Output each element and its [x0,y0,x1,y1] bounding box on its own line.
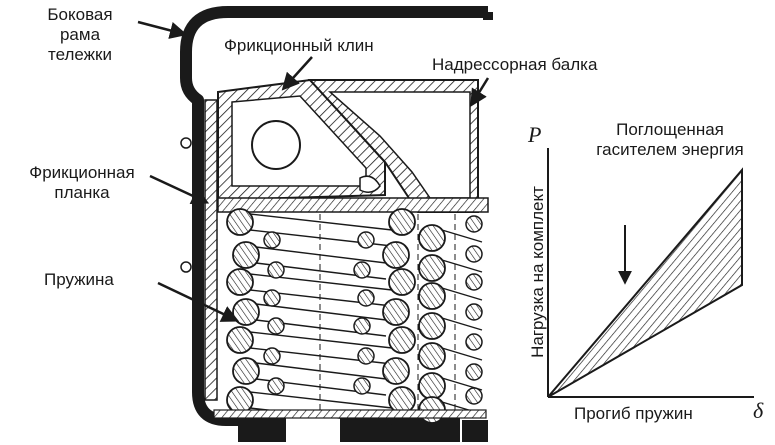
graph-title: Поглощенная гасителем энергия [570,120,770,160]
arrow-friction-wedge [281,56,313,91]
spring-coil-inner [353,377,371,395]
side-frame [180,6,493,442]
spring-coil-outer [226,268,254,296]
spring-coil-inner [263,347,281,365]
spring-coil-outer [382,241,410,269]
spring-coil-outer [226,208,254,236]
graph-title-line1: Поглощенная [616,120,724,139]
spring-coil-inner [353,317,371,335]
spring-coil-outer [388,386,416,414]
graph-x-axis-label: Прогиб пружин [574,404,693,423]
hysteresis-area [547,167,743,398]
spring-coil-outer [418,342,446,370]
spring-coil-inner [353,261,371,279]
arrow-spring [157,281,240,322]
spring-coil-inner [267,317,285,335]
graph-y-axis-label: Нагрузка на комплект [528,186,547,358]
label-side-frame: Боковая рама тележки [25,5,135,65]
graph-x-symbol: δ [753,398,764,423]
spring-coil-outer [382,298,410,326]
label-friction-plate-line2: планка [54,183,110,202]
spring-coil-outer [226,326,254,354]
arrow-friction-plate [149,174,210,205]
spring-coil-link [255,362,387,380]
spring-coil-inner [357,289,375,307]
spring-coil-outer [388,268,416,296]
spring-coil-outer [232,241,260,269]
label-friction-plate-line1: Фрикционная [29,163,135,182]
spring-coil-link [249,391,393,409]
spring-coil-outer [382,357,410,385]
spring-coil-outer [232,357,260,385]
spring-coil-inner [465,303,483,321]
arrow-side-frame [137,20,188,39]
spring-coil-outer [226,386,254,414]
label-side-frame-line3: тележки [48,45,112,64]
spring-cap-plate [217,197,489,213]
spring-coil-outer [418,224,446,252]
arrow-bolster [470,77,490,107]
spring-set [213,208,487,425]
label-bolster: Надрессорная балка [432,55,598,74]
friction-plate [180,99,218,401]
spring-coil-link [249,213,393,231]
label-friction-wedge: Фрикционный клин [224,36,374,55]
spring-coil-inner [465,215,483,233]
label-friction-plate: Фрикционная планка [12,163,152,203]
spring-coil-link [249,331,393,349]
spring-seat-plate [213,409,487,419]
spring-coil-inner [465,245,483,263]
spring-coil-inner [465,333,483,351]
energy-graph [547,148,754,398]
spring-coil-inner [465,363,483,381]
spring-coil-outer [388,208,416,236]
spring-coil-outer [232,298,260,326]
graph-title-line2: гасителем энергия [596,140,744,159]
spring-coil-link [441,317,483,331]
label-side-frame-line2: рама [59,25,101,44]
spring-coil-outer [418,372,446,400]
spring-coil-link [441,259,483,273]
spring-coil-inner [357,347,375,365]
spring-coil-inner [267,377,285,395]
label-spring: Пружина [44,270,114,289]
spring-coil-outer [418,282,446,310]
spring-coil-outer [418,312,446,340]
spring-coil-inner [465,273,483,291]
spring-coil-link [441,347,483,361]
leader-arrows [137,20,490,322]
spring-coil-outer [388,326,416,354]
spring-coil-link [441,287,483,301]
spring-coil-inner [263,289,281,307]
spring-coil-outer [418,254,446,282]
spring-coil-link [255,246,387,264]
spring-coil-link [441,229,483,243]
spring-coil-link [255,303,387,321]
label-side-frame-line1: Боковая [47,5,113,24]
spring-coil-inner [357,231,375,249]
spring-coil-inner [267,261,285,279]
spring-coil-inner [263,231,281,249]
spring-coil-inner [465,387,483,405]
graph-y-symbol: P [528,122,542,147]
